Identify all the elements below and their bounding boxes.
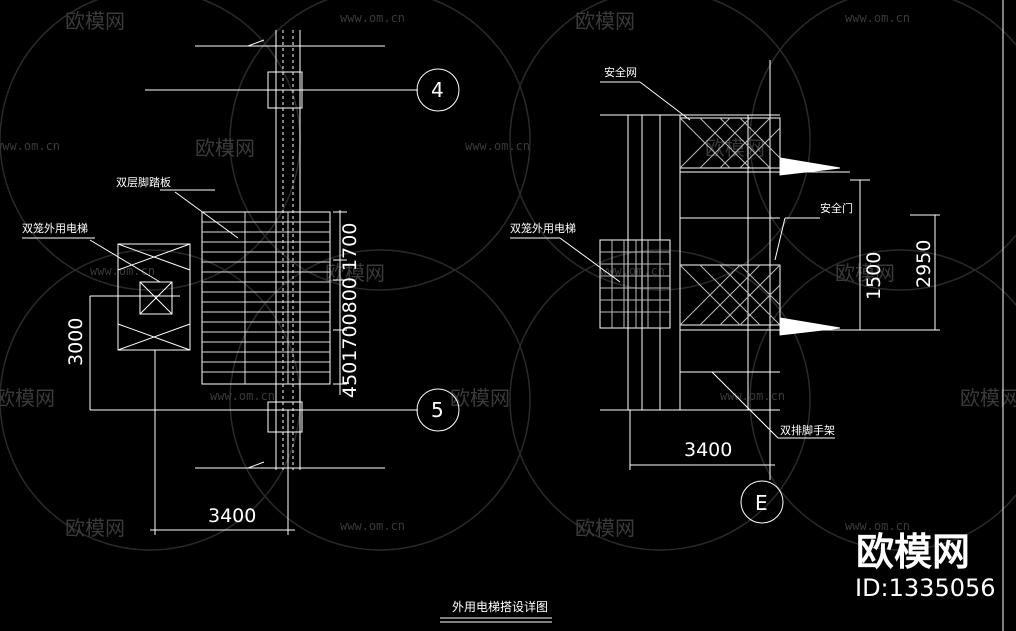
- net-hatch: [679, 117, 781, 326]
- watermark-url: www.om.cn: [0, 139, 60, 153]
- elevator-mast-grid: [599, 239, 671, 329]
- watermark-text: 欧模网: [325, 261, 385, 285]
- leader-platform: [174, 191, 239, 239]
- leader-scaffold: [711, 371, 779, 439]
- slab-edge: [779, 317, 841, 336]
- break-mark: [247, 39, 265, 47]
- brand-id: ID:1335056: [855, 574, 996, 602]
- label-elevator-right: 双笼外用电梯: [510, 221, 576, 235]
- watermark-text: 欧模网: [65, 9, 125, 33]
- leader-door: [774, 217, 786, 261]
- axis-label-5: 5: [431, 398, 444, 422]
- column-bracket: [267, 71, 303, 109]
- watermark-text: 欧模网: [450, 386, 510, 410]
- watermark-texts: 欧模网 www.om.cn 欧模网 www.om.cn 欧模网 www.om.c…: [0, 9, 1016, 540]
- column-bracket: [267, 401, 303, 433]
- watermark-text: 欧模网: [705, 136, 765, 160]
- watermark-text: 欧模网: [575, 516, 635, 540]
- leader-elevator: [89, 239, 161, 283]
- watermark-text: 欧模网: [835, 261, 895, 285]
- dim-1500: 1500: [863, 252, 885, 300]
- watermark-url: www.om.cn: [720, 389, 785, 403]
- label-elevator: 双笼外用电梯: [22, 221, 88, 235]
- watermark-url: www.om.cn: [465, 139, 530, 153]
- platform-outline: [201, 211, 331, 385]
- dim-3000: 3000: [65, 318, 87, 366]
- watermark-url: www.om.cn: [845, 11, 910, 25]
- label-scaffold: 双排脚手架: [780, 423, 835, 437]
- watermark-text: 欧模网: [575, 9, 635, 33]
- safety-net-mid: [679, 264, 781, 326]
- axis-label-E: E: [755, 491, 768, 515]
- watermark-url: www.om.cn: [210, 389, 275, 403]
- elevator-cage: [117, 243, 191, 351]
- axis-label-4: 4: [431, 78, 444, 102]
- watermark-text: 欧模网: [195, 136, 255, 160]
- watermark-url: www.om.cn: [845, 519, 910, 533]
- drawing-title: 外用电梯搭设详图: [452, 599, 548, 614]
- leader-elevator-right: [559, 237, 621, 283]
- brand-name: 欧模网: [856, 530, 970, 574]
- watermark-url: www.om.cn: [340, 11, 405, 25]
- dim-3400-left: 3400: [208, 505, 256, 527]
- elevator-mast: [139, 281, 173, 315]
- leader-net: [639, 81, 691, 121]
- slab-edge: [779, 157, 841, 176]
- watermark-url: www.om.cn: [600, 264, 665, 278]
- dim-2950: 2950: [913, 240, 935, 288]
- dim-3400-right: 3400: [684, 439, 732, 461]
- watermark-text: 欧模网: [960, 386, 1016, 410]
- left-view: [22, 30, 460, 535]
- label-door: 安全门: [820, 201, 853, 215]
- watermark-url: www.om.cn: [90, 264, 155, 278]
- label-platform: 双层脚踏板: [116, 175, 171, 189]
- label-net: 安全网: [604, 65, 637, 79]
- watermark-url: www.om.cn: [340, 519, 405, 533]
- watermark-text: 欧模网: [0, 386, 55, 410]
- right-view: [510, 0, 1004, 631]
- axis-bubble-5: [416, 388, 460, 432]
- axis-bubble-4: [416, 68, 460, 112]
- watermark-text: 欧模网: [65, 516, 125, 540]
- axis-bubble-E: [740, 480, 784, 524]
- platform-boards: [202, 212, 330, 384]
- break-mark: [247, 461, 265, 469]
- dim-stack: 4501700800 1700: [339, 223, 361, 398]
